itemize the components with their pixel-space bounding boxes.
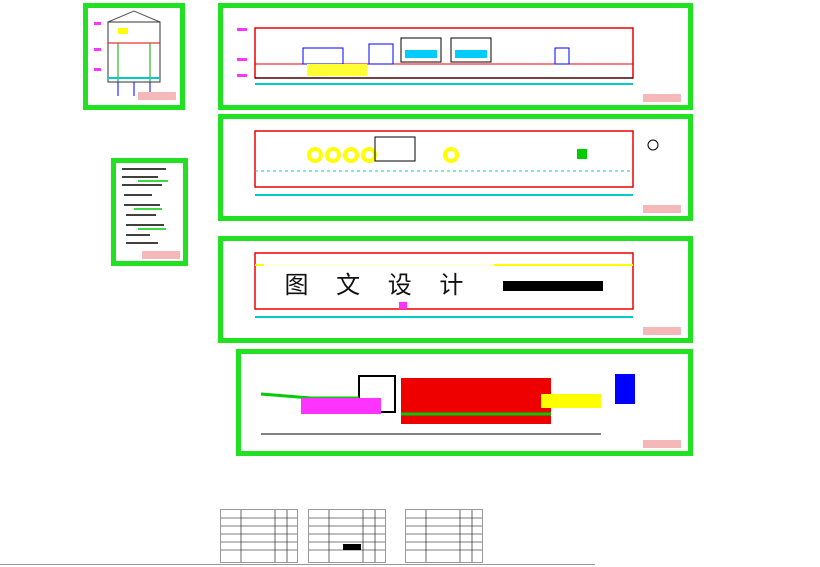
- schedule-table-2-grid: [309, 510, 385, 562]
- schedule-table-1-grid: [221, 510, 297, 562]
- schedule-table-3-grid: [406, 510, 482, 562]
- legend-sheet-drawing: [122, 168, 180, 259]
- schedule-table-1[interactable]: [220, 509, 298, 563]
- floor-plan-1-frame[interactable]: [218, 114, 693, 221]
- elevation-drawing: [237, 27, 681, 102]
- process-layout-drawing: [260, 374, 681, 448]
- schedule-table-3[interactable]: [405, 509, 483, 563]
- section-view-frame[interactable]: [83, 3, 185, 110]
- legend-sheet-frame[interactable]: [111, 158, 188, 266]
- elevation-frame[interactable]: [218, 3, 693, 110]
- watermark: 图 文 设 计: [264, 262, 494, 302]
- section-view-drawing: [94, 10, 176, 100]
- process-layout-frame[interactable]: [236, 349, 693, 456]
- floor-plan-1-drawing: [254, 130, 681, 213]
- schedule-table-2[interactable]: [308, 509, 386, 563]
- page-baseline: [0, 564, 595, 565]
